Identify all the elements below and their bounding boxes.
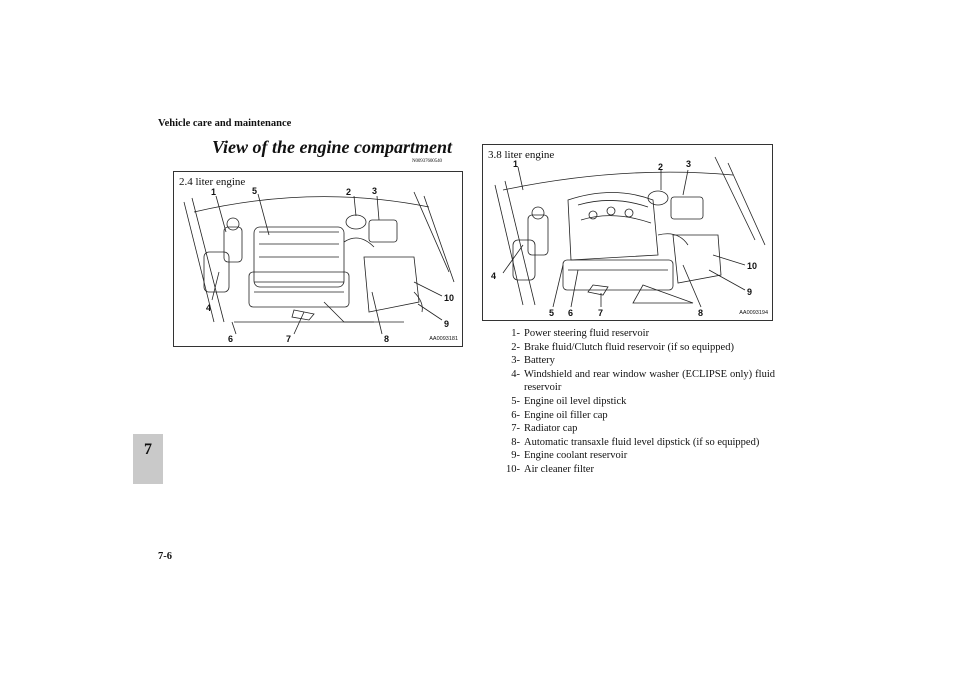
- figure-caption: 2.4 liter engine: [179, 176, 246, 188]
- list-item: 6- Engine oil filler cap: [490, 409, 775, 423]
- item-number: 4-: [511, 368, 520, 380]
- item-text: Engine oil filler cap: [524, 409, 608, 421]
- callout-7: 7: [286, 334, 291, 344]
- item-text: Radiator cap: [524, 423, 578, 435]
- figure-caption: 3.8 liter engine: [488, 149, 555, 161]
- list-item: 2- Brake fluid/Clutch fluid reservoir (i…: [490, 341, 775, 355]
- item-number: 2-: [511, 341, 520, 353]
- callout-2: 2: [346, 187, 351, 197]
- item-text: Windshield and rear window washer (ECLIP…: [524, 368, 775, 394]
- callout-6: 6: [228, 334, 233, 344]
- item-number: 3-: [511, 355, 520, 367]
- item-text: Power steering fluid reservoir: [524, 328, 650, 339]
- item-text: Brake fluid/Clutch fluid reservoir (if s…: [524, 341, 734, 353]
- callout-9: 9: [444, 319, 449, 329]
- page-title: View of the engine compartment: [212, 137, 453, 157]
- list-item: 4- Windshield and rear window washer (EC…: [490, 368, 775, 395]
- list-item: 5- Engine oil level dipstick: [490, 395, 775, 409]
- reference-code: N00937600540: [412, 159, 442, 164]
- engine-diagram-2-4-liter: 1 5 2 3 4 10 9 6 7 8 2.4 liter engine AA…: [173, 171, 463, 347]
- item-number: 6-: [511, 409, 520, 421]
- list-item: 3- Battery: [490, 354, 775, 368]
- callout-1: 1: [513, 159, 518, 169]
- item-text: Battery: [524, 355, 555, 367]
- item-number: 10-: [506, 463, 520, 475]
- callout-1: 1: [211, 187, 216, 197]
- item-text: Engine coolant reservoir: [524, 450, 628, 462]
- callout-8: 8: [384, 334, 389, 344]
- callout-5: 5: [549, 308, 554, 318]
- callout-3: 3: [372, 186, 377, 196]
- callout-numbers-2-4: 1 5 2 3 4 10 9 6 7 8: [206, 186, 454, 344]
- callout-9: 9: [747, 287, 752, 297]
- callout-6: 6: [568, 308, 573, 318]
- callout-4: 4: [491, 271, 496, 281]
- list-item: 8- Automatic transaxle fluid level dipst…: [490, 436, 775, 450]
- chapter-tab: 7: [133, 434, 163, 484]
- item-number: 8-: [511, 436, 520, 448]
- list-item: 1- Power steering fluid reservoir: [490, 327, 775, 341]
- page-number: 7-6: [158, 551, 172, 562]
- callout-10: 10: [747, 261, 757, 271]
- callout-2: 2: [658, 162, 663, 172]
- callout-numbers-3-8: 1 2 3 4 10 9 5 6 7 8: [491, 159, 757, 318]
- callout-5: 5: [252, 186, 257, 196]
- callout-3: 3: [686, 159, 691, 169]
- item-text: Automatic transaxle fluid level dipstick…: [524, 436, 760, 448]
- list-item: 10- Air cleaner filter: [490, 463, 775, 477]
- component-legend: 1- Power steering fluid reservoir 2- Bra…: [490, 327, 775, 477]
- engine-illustration-2-4: [183, 191, 455, 335]
- figure-code: AA0093181: [429, 336, 458, 342]
- engine-diagram-3-8-liter: 1 2 3 4 10 9 5 6 7 8 3.8 liter engine AA…: [482, 144, 773, 321]
- section-header: Vehicle care and maintenance: [158, 118, 292, 129]
- figure-code: AA0093194: [739, 310, 768, 316]
- callout-8: 8: [698, 308, 703, 318]
- engine-illustration-3-8: [494, 156, 766, 308]
- item-text: Engine oil level dipstick: [524, 395, 627, 407]
- callout-4: 4: [206, 303, 211, 313]
- item-text: Air cleaner filter: [524, 463, 594, 475]
- list-item: 7- Radiator cap: [490, 422, 775, 436]
- item-number: 1-: [511, 328, 520, 339]
- item-number: 7-: [511, 423, 520, 435]
- list-item: 9- Engine coolant reservoir: [490, 449, 775, 463]
- item-number: 9-: [511, 450, 520, 462]
- callout-10: 10: [444, 293, 454, 303]
- item-number: 5-: [511, 395, 520, 407]
- callout-7: 7: [598, 308, 603, 318]
